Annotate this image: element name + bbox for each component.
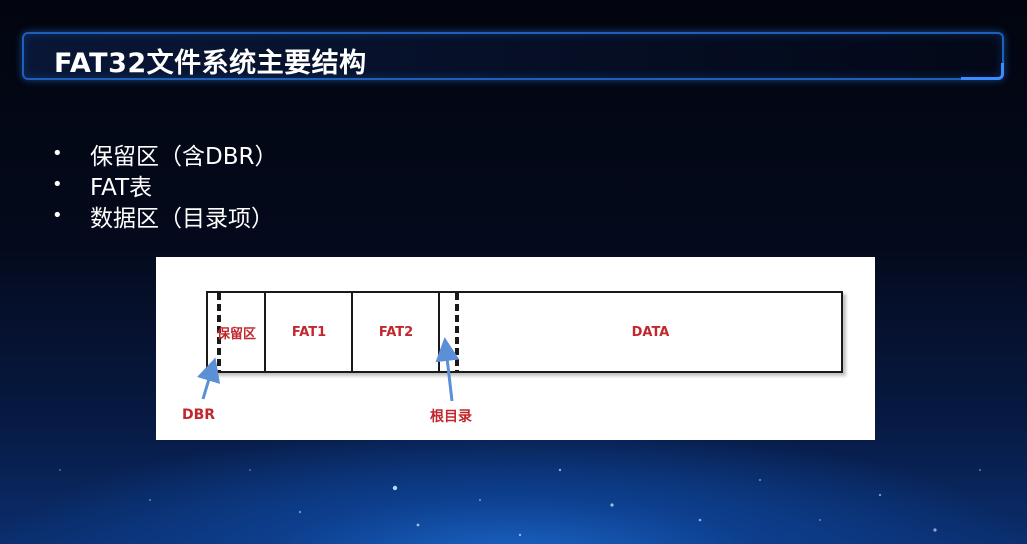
dbr-label: DBR	[182, 407, 216, 423]
bullet-marker: •	[52, 205, 63, 226]
segment-data: DATA	[631, 324, 670, 340]
root-dir-arrow	[435, 337, 460, 402]
bullet-marker: •	[52, 174, 63, 195]
segment-fat1: FAT1	[291, 324, 327, 340]
segment-divider	[351, 293, 353, 371]
bullet-text: FAT表	[90, 174, 153, 201]
segment-divider	[264, 293, 266, 371]
bullet-list: • 保留区（含DBR） • FAT表 • 数据区（目录项）	[52, 138, 278, 232]
root-dir-label: 根目录	[430, 409, 472, 425]
bullet-marker: •	[52, 143, 63, 164]
dbr-boundary	[217, 293, 221, 371]
callout-arrows	[197, 337, 460, 402]
page-title: FAT32文件系统主要结构	[54, 48, 367, 79]
segment-reserved: 保留区	[216, 326, 256, 342]
root-dir-boundary	[455, 293, 459, 371]
fat32-structure-diagram: 保留区 FAT1 FAT2 DATA DBR 根目录	[156, 257, 875, 440]
dbr-arrow	[197, 357, 221, 400]
bullet-text: 保留区（含DBR）	[90, 143, 278, 170]
bullet-item-reserved: • 保留区（含DBR）	[52, 138, 278, 170]
disk-layout-bar: 保留区 FAT1 FAT2 DATA	[206, 291, 843, 373]
bullet-text: 数据区（目录项）	[90, 205, 274, 232]
segment-divider	[438, 293, 440, 371]
bullet-item-fat: • FAT表	[52, 169, 277, 201]
segment-fat2: FAT2	[378, 324, 414, 340]
title-bar: FAT32文件系统主要结构	[22, 32, 1004, 80]
bullet-item-data: • 数据区（目录项）	[52, 200, 277, 232]
